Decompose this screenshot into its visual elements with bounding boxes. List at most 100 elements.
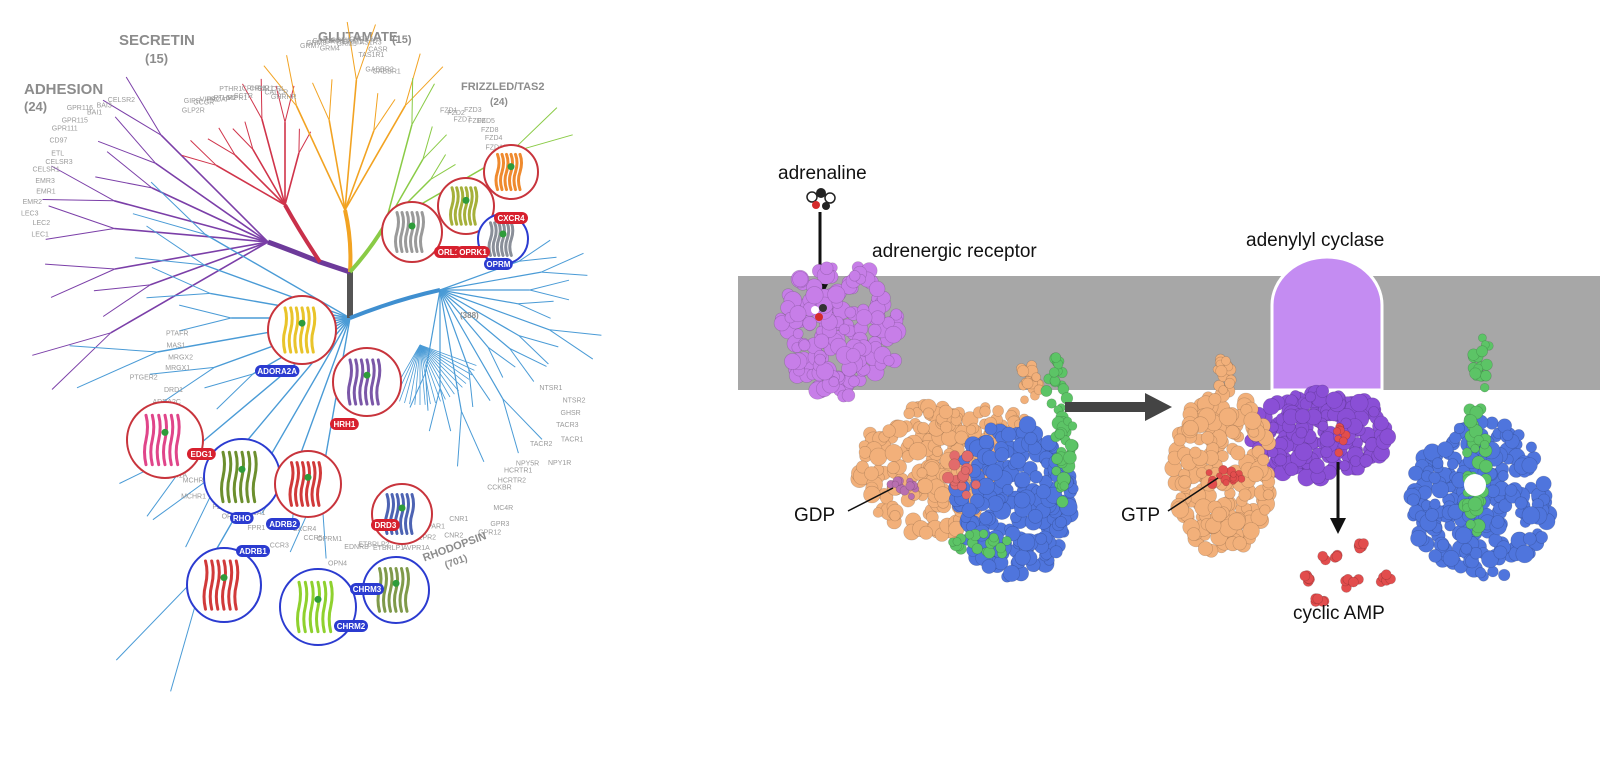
tree-branch xyxy=(232,128,254,150)
helix xyxy=(449,186,455,226)
leaf-label: GCGR xyxy=(193,99,214,106)
leaf-label: PTAFR xyxy=(166,331,188,338)
tree-branch xyxy=(95,176,152,189)
leaf-label: MRGX1 xyxy=(165,365,190,372)
tree-branch xyxy=(439,271,542,291)
tree-branch xyxy=(48,205,115,229)
atom xyxy=(1467,496,1483,512)
tree-branch xyxy=(517,303,551,319)
tree-branch xyxy=(106,151,153,189)
leaf-label: VIPR1 xyxy=(227,95,247,102)
g-protein-inactive xyxy=(850,352,1079,583)
atom xyxy=(1018,415,1037,434)
tag-text: DRD3 xyxy=(375,521,397,530)
leaf-label: FZD5 xyxy=(477,118,495,125)
ligand xyxy=(507,163,515,171)
helix xyxy=(232,450,239,504)
leaf-label: NPY1R xyxy=(548,460,571,467)
atom xyxy=(954,430,969,445)
atom xyxy=(1469,546,1483,560)
leaf-label: TACR3 xyxy=(556,422,579,429)
receptor-structure xyxy=(126,401,204,479)
helix xyxy=(358,358,365,406)
atom xyxy=(1480,358,1493,371)
atom xyxy=(1208,392,1222,406)
leaf-label: GRM3 xyxy=(325,39,345,46)
olfactory-branch xyxy=(419,344,467,384)
frizzled-stem xyxy=(348,223,387,274)
helix xyxy=(316,461,322,507)
helix xyxy=(453,186,460,226)
helix xyxy=(508,152,514,192)
camp-arrowhead xyxy=(1330,518,1346,534)
ggamma-free-anchor xyxy=(1467,333,1494,393)
atom xyxy=(1020,395,1029,405)
atom xyxy=(1498,498,1513,513)
atom xyxy=(1197,541,1213,557)
tree-branch xyxy=(110,241,269,334)
atom xyxy=(1200,431,1215,445)
structure-circles xyxy=(126,144,539,646)
receptor-structure xyxy=(381,201,443,263)
tree-branch xyxy=(468,369,474,408)
atom xyxy=(1051,466,1062,476)
olfactory-branch xyxy=(419,344,431,405)
adrenaline-label: adrenaline xyxy=(778,163,867,184)
helix xyxy=(149,413,156,467)
atom xyxy=(1470,444,1480,454)
atom xyxy=(1257,453,1270,466)
tree-branch xyxy=(344,79,358,211)
atom xyxy=(1436,538,1450,551)
atom xyxy=(789,305,807,323)
tag-text: RHO xyxy=(233,514,251,523)
atom xyxy=(870,310,886,326)
atom xyxy=(961,466,970,475)
helix xyxy=(202,559,209,611)
atom xyxy=(1463,414,1478,428)
tag-text: EDG1 xyxy=(191,450,213,459)
tree-branch xyxy=(155,162,269,243)
atom xyxy=(802,316,817,331)
leaf-label: MRGX2 xyxy=(168,354,193,361)
tree-branch xyxy=(518,239,551,262)
tree-branch xyxy=(312,82,330,121)
atom xyxy=(1029,470,1043,484)
receptor-tags: ADORA2AHRH1EDG1RHOADRB2ADRB1DRD3CHRM3CHR… xyxy=(187,212,528,632)
atom xyxy=(1063,450,1077,465)
activation-arrow-shaft xyxy=(1065,402,1151,412)
tag-background xyxy=(255,365,300,377)
tree-branch xyxy=(439,289,504,400)
atom xyxy=(1046,398,1057,409)
atom xyxy=(1454,526,1473,545)
atom xyxy=(863,485,881,504)
helix xyxy=(162,413,168,467)
leaf-label: FZD7 xyxy=(454,116,472,123)
atom xyxy=(1050,352,1062,363)
tree-branch xyxy=(439,289,519,305)
tag-background xyxy=(456,246,490,258)
atom xyxy=(1294,408,1311,424)
tree-branch xyxy=(32,332,111,356)
atom xyxy=(1350,393,1369,413)
tag-background xyxy=(230,512,254,524)
olfactory-branch xyxy=(404,344,421,404)
tree-branch xyxy=(298,131,312,154)
leaf-label: LPAR1 xyxy=(423,523,445,530)
camp-molecule xyxy=(1317,549,1343,566)
atom xyxy=(908,442,927,461)
atom xyxy=(919,525,934,540)
atom xyxy=(1358,538,1369,549)
helix xyxy=(214,559,221,611)
atom xyxy=(969,493,985,509)
atom xyxy=(1315,384,1330,398)
leaf-label: GPR115 xyxy=(62,118,88,125)
atom xyxy=(1232,536,1247,551)
ligand xyxy=(363,371,371,379)
helix xyxy=(458,186,465,226)
atom xyxy=(1317,420,1329,432)
tag-text: HRH1 xyxy=(334,420,356,429)
helix xyxy=(308,580,315,634)
ligand xyxy=(408,222,416,230)
tag-background xyxy=(236,545,270,557)
helix xyxy=(293,306,300,354)
